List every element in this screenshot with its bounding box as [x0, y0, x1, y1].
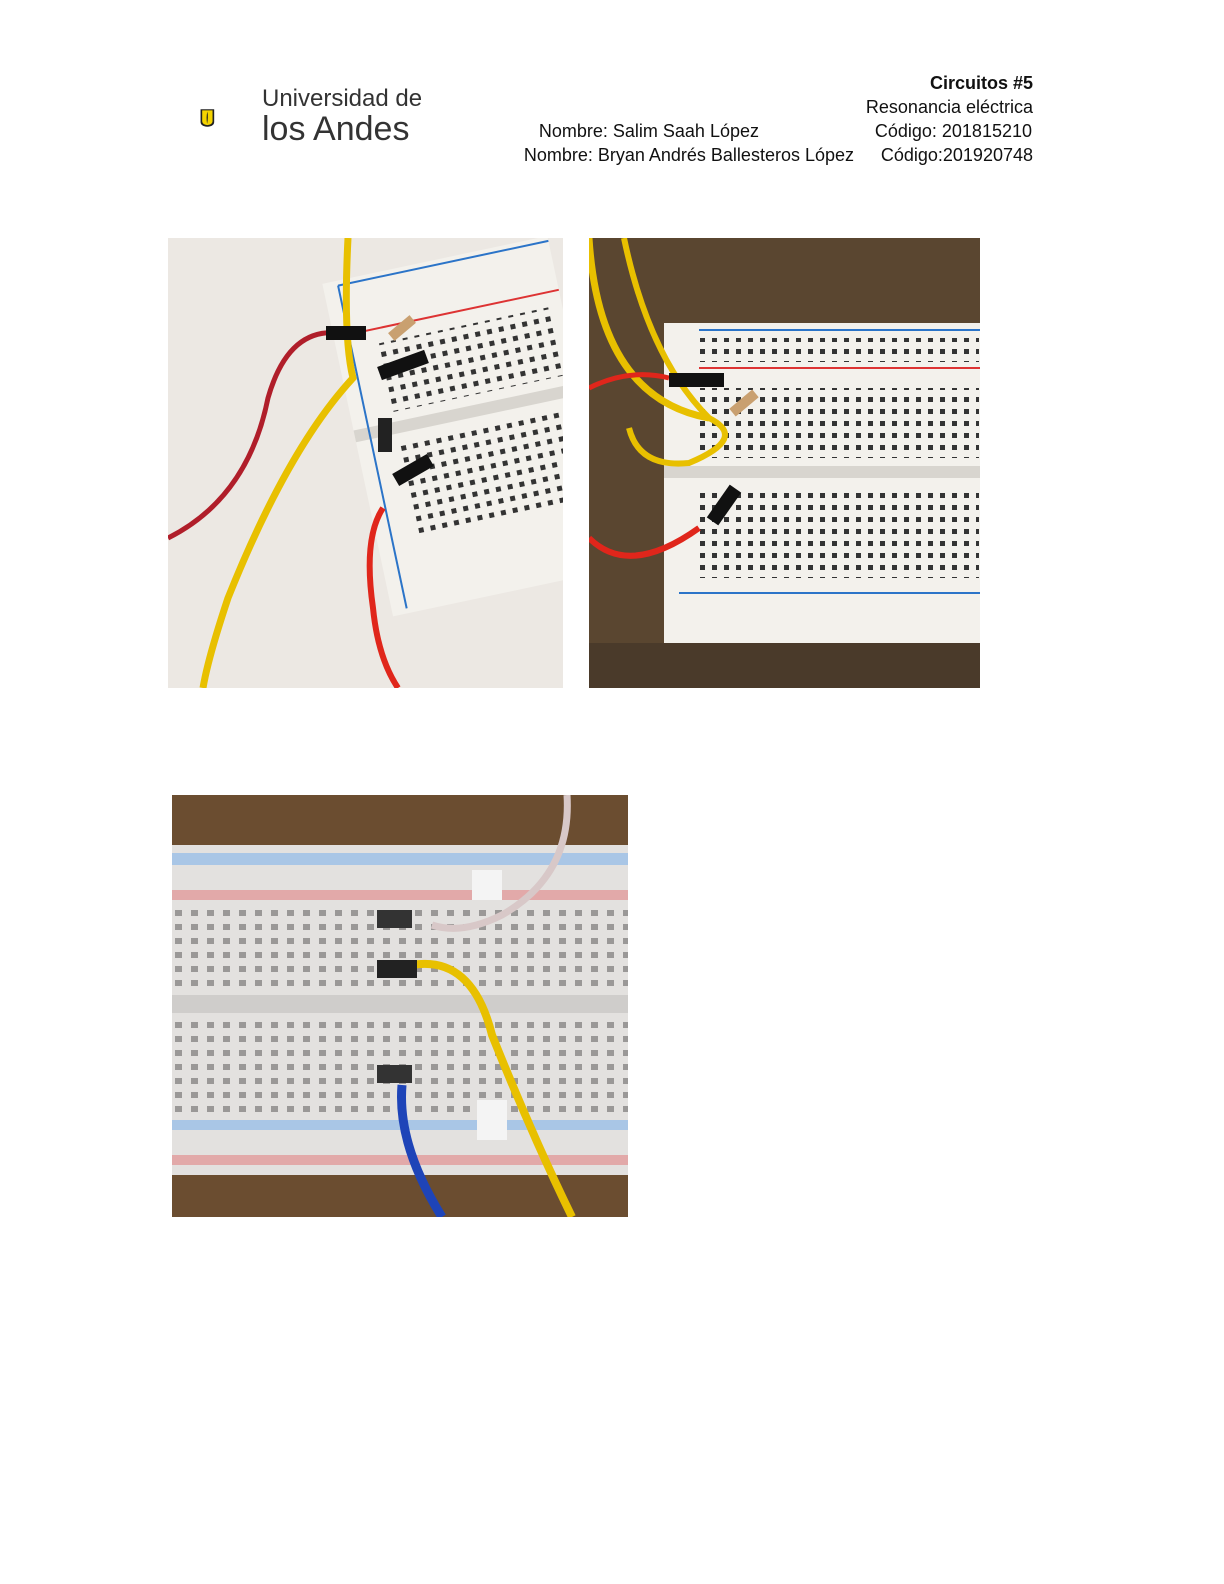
logo-line2: los Andes	[262, 110, 410, 148]
breadboard-photo-1	[168, 238, 563, 688]
logo-line1: Universidad de	[262, 85, 423, 112]
student-code-1: Código: 201815210	[874, 121, 1032, 141]
student-name-2: Nombre: Bryan Andrés Ballesteros López	[523, 145, 854, 165]
topic: Resonancia eléctrica	[865, 97, 1033, 117]
breadboard-photo-3	[172, 795, 628, 1217]
breadboard-photo-2	[589, 238, 980, 688]
university-logo	[200, 109, 215, 127]
student-code-2: Código:201920748	[880, 145, 1033, 165]
course-title: Circuitos #5	[929, 73, 1033, 93]
student-name-1: Nombre: Salim Saah López	[538, 121, 759, 141]
logo-wordmark: Universidad de los Andes	[262, 85, 423, 148]
